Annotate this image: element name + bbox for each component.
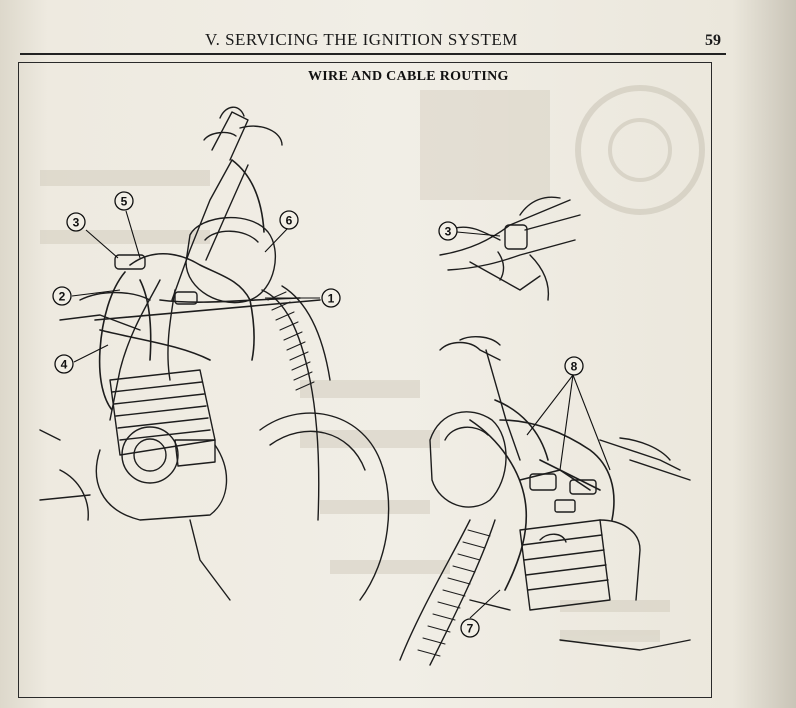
page-number: 59 <box>705 32 721 49</box>
svg-text:1: 1 <box>328 292 335 306</box>
svg-text:8: 8 <box>571 360 578 374</box>
svg-text:3: 3 <box>73 216 80 230</box>
callout-5: 5 <box>114 191 134 211</box>
callout-6: 6 <box>279 210 299 230</box>
callout-2: 2 <box>52 286 72 306</box>
svg-text:4: 4 <box>61 358 68 372</box>
callout-7: 7 <box>460 618 480 638</box>
svg-text:5: 5 <box>121 195 128 209</box>
svg-text:2: 2 <box>59 290 66 304</box>
chapter-heading: V. SERVICING THE IGNITION SYSTEM <box>205 30 518 49</box>
callouts: 1 2 3 4 5 6 3 <box>52 191 584 638</box>
left-drawing <box>39 106 390 601</box>
callout-3-inset: 3 <box>438 221 458 241</box>
bleed-through-ghost <box>40 85 705 642</box>
figure-frame <box>18 62 712 698</box>
figure-title: WIRE AND CABLE ROUTING <box>308 69 509 84</box>
callout-4: 4 <box>54 354 74 374</box>
callout-1: 1 <box>321 288 341 308</box>
svg-text:7: 7 <box>467 622 474 636</box>
callout-3: 3 <box>66 212 86 232</box>
header-divider <box>20 53 726 55</box>
svg-text:6: 6 <box>286 214 293 228</box>
inset-drawing <box>439 196 581 301</box>
right-drawing <box>399 336 691 666</box>
svg-text:3: 3 <box>445 225 452 239</box>
callout-8: 8 <box>564 356 584 376</box>
leader-lines <box>71 210 611 619</box>
